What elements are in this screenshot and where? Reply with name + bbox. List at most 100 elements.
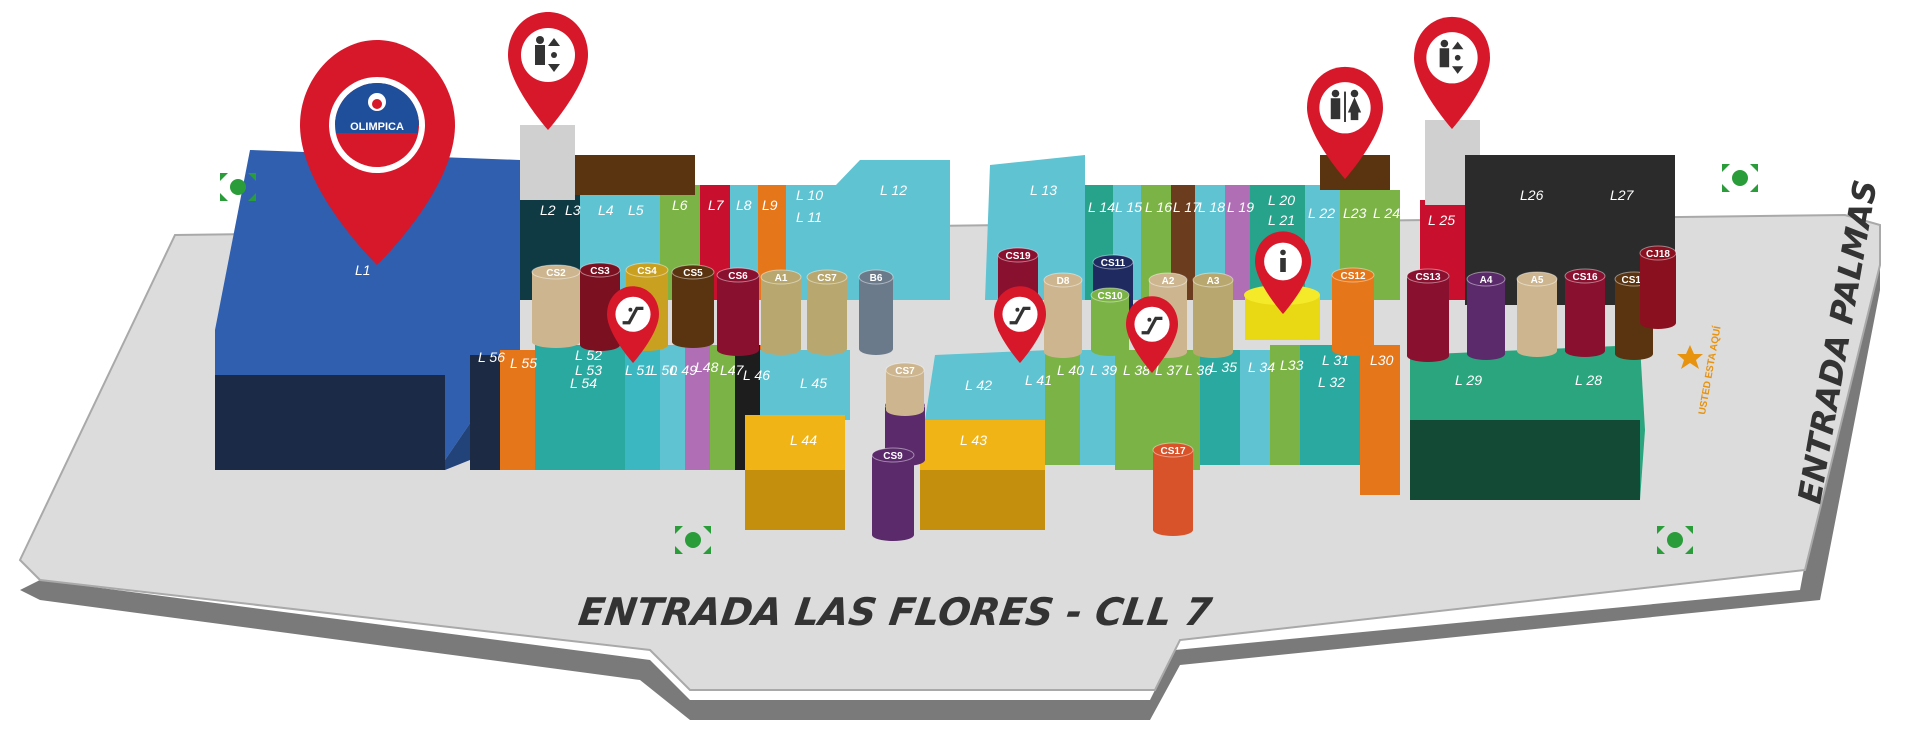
kiosk-label: CS13 bbox=[1415, 272, 1440, 283]
kiosk-a3[interactable]: A3 bbox=[1192, 272, 1234, 358]
kiosk-label: CS6 bbox=[728, 271, 748, 282]
store-label-l31[interactable]: L 31 bbox=[1322, 352, 1349, 368]
store-label-l45[interactable]: L 45 bbox=[800, 375, 827, 391]
kiosk-cs6[interactable]: CS6 bbox=[716, 267, 760, 356]
kiosk-cs7b[interactable]: CS7 bbox=[885, 362, 925, 416]
block-south-west bbox=[470, 345, 850, 530]
exit-markers bbox=[220, 164, 1758, 554]
store-label-l5[interactable]: L5 bbox=[628, 202, 644, 218]
kiosk-label: CS2 bbox=[546, 268, 566, 279]
store-label-l6[interactable]: L6 bbox=[672, 197, 688, 213]
escalator-pin[interactable] bbox=[994, 286, 1046, 363]
store-label-l28[interactable]: L 28 bbox=[1575, 372, 1602, 388]
store-label-l9[interactable]: L9 bbox=[762, 197, 778, 213]
escalator-pin[interactable] bbox=[607, 286, 659, 363]
store-label-l42[interactable]: L 42 bbox=[965, 377, 992, 393]
kiosk-label: CS9 bbox=[883, 451, 903, 462]
kiosk-a4[interactable]: A4 bbox=[1466, 271, 1506, 360]
store-label-l16[interactable]: L 16 bbox=[1145, 199, 1172, 215]
kiosk-cs9[interactable]: CS9 bbox=[871, 447, 915, 541]
store-label-l50[interactable]: L 50 bbox=[650, 362, 677, 378]
store-label-l21[interactable]: L 21 bbox=[1268, 212, 1295, 228]
kiosk-label: A3 bbox=[1207, 276, 1220, 287]
store-label-l10[interactable]: L 10 bbox=[796, 187, 823, 203]
store-label-l4[interactable]: L4 bbox=[598, 202, 614, 218]
block-south-center bbox=[920, 345, 1645, 530]
kiosk-label: CJ18 bbox=[1646, 249, 1670, 260]
store-label-l32[interactable]: L 32 bbox=[1318, 374, 1345, 390]
store-label-l2[interactable]: L2 bbox=[540, 202, 556, 218]
store-label-l19[interactable]: L 19 bbox=[1227, 199, 1254, 215]
store-label-l43[interactable]: L 43 bbox=[960, 432, 987, 448]
anchor-pin[interactable]: OLIMPICA bbox=[300, 40, 455, 265]
kiosk-a1[interactable]: A1 bbox=[760, 269, 802, 355]
store-label-l35[interactable]: L 35 bbox=[1210, 359, 1237, 375]
store-label-l40[interactable]: L 40 bbox=[1057, 362, 1084, 378]
kiosk-cs13[interactable]: CS13 bbox=[1406, 268, 1450, 362]
store-label-l11[interactable]: L 11 bbox=[796, 209, 822, 225]
kiosk-b6[interactable]: B6 bbox=[858, 269, 894, 355]
store-label-l26[interactable]: L26 bbox=[1520, 187, 1544, 203]
store-label-l34[interactable]: L 34 bbox=[1248, 359, 1275, 375]
elevator-pin[interactable] bbox=[508, 12, 588, 130]
elevator-icon bbox=[535, 36, 560, 72]
kiosk-cj18[interactable]: CJ18 bbox=[1639, 245, 1677, 329]
store-label-l36[interactable]: L 36 bbox=[1185, 362, 1212, 378]
store-label-l14[interactable]: L 14 bbox=[1088, 199, 1115, 215]
kiosk-label: CS5 bbox=[683, 268, 703, 279]
store-label-l25[interactable]: L 25 bbox=[1428, 212, 1455, 228]
kiosk-label: A1 bbox=[775, 273, 788, 284]
store-label-l52[interactable]: L 52 bbox=[575, 347, 602, 363]
kiosk-cs10[interactable]: CS10 bbox=[1090, 287, 1130, 356]
store-label-l22[interactable]: L 22 bbox=[1308, 205, 1335, 221]
store-label-l27[interactable]: L27 bbox=[1610, 187, 1635, 203]
kiosk-cs2[interactable]: CS2 bbox=[531, 264, 581, 348]
store-label-l17[interactable]: L 17 bbox=[1173, 199, 1201, 215]
store-label-l41[interactable]: L 41 bbox=[1025, 372, 1052, 388]
kiosk-a5[interactable]: A5 bbox=[1516, 271, 1558, 357]
store-label-l18[interactable]: L 18 bbox=[1198, 199, 1225, 215]
store-label-l53[interactable]: L 53 bbox=[575, 362, 602, 378]
store-label-l44[interactable]: L 44 bbox=[790, 432, 817, 448]
store-label-l13[interactable]: L 13 bbox=[1030, 182, 1057, 198]
elevator-pin[interactable] bbox=[1414, 16, 1490, 129]
info-desk[interactable] bbox=[1244, 285, 1320, 340]
store-label-l33[interactable]: L33 bbox=[1280, 357, 1304, 373]
kiosk-label: CS7 bbox=[817, 273, 837, 284]
kiosk-cs17b[interactable]: CS17 bbox=[1152, 442, 1194, 536]
store-label-l54[interactable]: L 54 bbox=[570, 375, 597, 391]
store-label-l48[interactable]: L48 bbox=[695, 359, 719, 375]
store-label-l15[interactable]: L 15 bbox=[1115, 199, 1142, 215]
store-label-l24[interactable]: L 24 bbox=[1373, 205, 1400, 221]
restroom-pin[interactable] bbox=[1307, 66, 1383, 179]
kiosk-cs7[interactable]: CS7 bbox=[806, 269, 848, 355]
store-label-l49[interactable]: L 49 bbox=[670, 362, 697, 378]
store-label-l37[interactable]: L 37 bbox=[1155, 362, 1183, 378]
kiosk-cs5[interactable]: CS5 bbox=[671, 264, 715, 348]
store-label-l30[interactable]: L30 bbox=[1370, 352, 1394, 368]
store-label-l7[interactable]: L7 bbox=[708, 197, 725, 213]
escalator-pin[interactable] bbox=[1126, 296, 1178, 373]
kiosk-label: CS10 bbox=[1097, 291, 1122, 302]
store-label-l56[interactable]: L 56 bbox=[478, 349, 505, 365]
store-label-l20[interactable]: L 20 bbox=[1268, 192, 1295, 208]
store-label-l39[interactable]: L 39 bbox=[1090, 362, 1117, 378]
store-label-l29[interactable]: L 29 bbox=[1455, 372, 1482, 388]
store-label-l55[interactable]: L 55 bbox=[510, 355, 537, 371]
kiosk-cs12[interactable]: CS12 bbox=[1331, 267, 1375, 356]
store-label-l46[interactable]: L 46 bbox=[743, 367, 770, 383]
kiosk-d8[interactable]: D8 bbox=[1043, 272, 1083, 358]
store-label-l23[interactable]: L23 bbox=[1343, 205, 1367, 221]
kiosk-cs16[interactable]: CS16 bbox=[1564, 268, 1606, 357]
store-label-l3[interactable]: L3 bbox=[565, 202, 581, 218]
kiosk-label: CS3 bbox=[590, 266, 610, 277]
info-pin[interactable] bbox=[1255, 231, 1311, 314]
store-label-l12[interactable]: L 12 bbox=[880, 182, 907, 198]
store-label-l51[interactable]: L 51 bbox=[625, 362, 652, 378]
store-label-l8[interactable]: L8 bbox=[736, 197, 752, 213]
kiosk-label: D8 bbox=[1057, 276, 1070, 287]
store-label-l47[interactable]: L47 bbox=[720, 362, 745, 378]
exit-icon bbox=[1722, 164, 1758, 192]
store-label-l38[interactable]: L 38 bbox=[1123, 362, 1150, 378]
